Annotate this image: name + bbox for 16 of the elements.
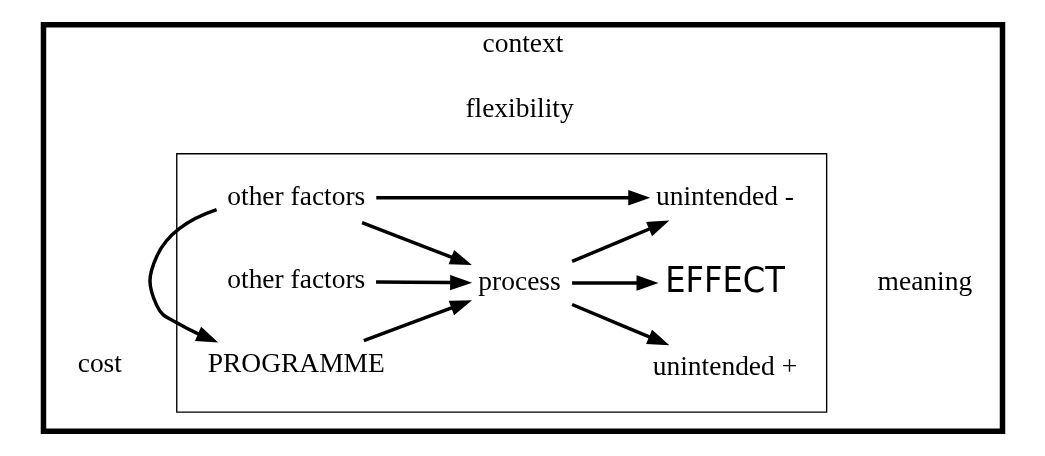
node-text: EFFECT	[664, 258, 785, 300]
cluster	[175, 153, 827, 413]
arrow	[147, 208, 218, 343]
arrow	[571, 275, 659, 291]
arrow	[375, 274, 472, 291]
node-text: PROGRAMME	[207, 348, 385, 379]
arrow	[570, 220, 669, 264]
node-text: unintended -	[655, 180, 794, 211]
arrow	[375, 190, 650, 206]
arrow	[360, 221, 472, 266]
arrow	[570, 302, 669, 346]
node-text: process	[477, 265, 561, 296]
node-text: unintended +	[652, 351, 797, 382]
node-text: other factors	[226, 180, 365, 211]
arrow	[362, 300, 472, 343]
node-text: other factors	[226, 264, 365, 295]
